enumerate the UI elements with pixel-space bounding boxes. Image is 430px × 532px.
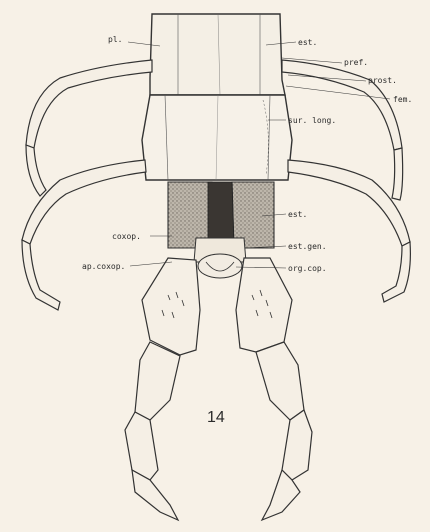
label-pl: pl. xyxy=(108,36,122,44)
leg-right-2 xyxy=(288,160,410,246)
clasper-left xyxy=(142,258,200,355)
label-est-gen: est.gen. xyxy=(288,243,327,251)
leg-right-1 xyxy=(282,60,402,150)
figure-number: 14 xyxy=(207,410,225,426)
cephalothorax xyxy=(150,14,285,95)
label-org-cop: org.cop. xyxy=(288,265,327,273)
label-coxop: coxop. xyxy=(112,233,141,241)
copulatory-organ xyxy=(198,254,242,278)
label-sur-long: sur. long. xyxy=(288,117,336,125)
leg-left-1 xyxy=(26,60,152,148)
label-prost: prost. xyxy=(368,77,397,85)
label-est-mid: est. xyxy=(288,211,307,219)
label-fem: fem. xyxy=(393,96,412,104)
label-est-top: est. xyxy=(298,39,317,47)
label-pref: pref. xyxy=(344,59,368,67)
clasper-right xyxy=(236,258,292,352)
label-ap-coxop: ap.coxop. xyxy=(82,263,125,271)
